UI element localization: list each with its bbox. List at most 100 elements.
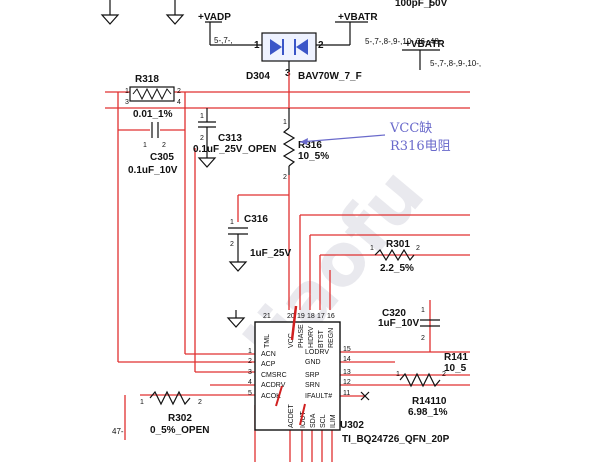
r302-pin1: 1 — [140, 399, 144, 406]
ic-right-pin-name: GND — [305, 359, 321, 366]
c305-ref: C305 — [150, 152, 174, 163]
ic-bottom-pin-name: ILIM — [330, 414, 337, 428]
vadp-net: +VADP 5-,7-, — [198, 12, 262, 46]
capacitor-c316: 1 2 C316 1uF_25V — [228, 214, 291, 272]
resistor-r302: 1 2 R302 0_5%_OPEN — [140, 390, 209, 436]
r302-pin2: 2 — [198, 399, 202, 406]
r318-ref: R318 — [135, 74, 159, 85]
ic-bottom-pin-name: SDA — [310, 413, 317, 428]
resistor-r318: R318 0.01_1% 1 3 2 4 — [125, 74, 181, 120]
r316-value: 10_5% — [298, 151, 329, 162]
c320-ref: C320 — [382, 308, 406, 319]
ic-left-pin-num: 5 — [248, 390, 252, 397]
capacitor-c313: 1 2 C313 0.1uF_25V_OPEN — [193, 108, 276, 168]
vadp-ref: 5-,7-, — [214, 36, 233, 45]
c320-value: 1uF_10V — [378, 318, 419, 329]
r318-pin2: 2 — [177, 88, 181, 95]
d304-ref: D304 — [246, 71, 270, 82]
r318-pin3: 3 — [125, 99, 129, 106]
ic-left-pin-name: ACN — [261, 351, 276, 358]
ic-left-pin-name: CMSRC — [261, 372, 287, 379]
ifault-nc-mark — [360, 391, 370, 401]
ic-top-pin-name: PHASE — [298, 324, 305, 348]
red-wires — [105, 72, 470, 462]
ic-top-pin-name: REGN — [328, 328, 335, 348]
c313-ref: C313 — [218, 133, 242, 144]
tml-ground — [226, 310, 246, 328]
ic-bottom-pin-name: SCL — [320, 414, 327, 428]
vbatr2-label: +VBATR — [405, 39, 445, 50]
ic-part: TI_BQ24726_QFN_20P — [342, 434, 450, 445]
ic-left-pin-name: ACDRV — [261, 382, 286, 389]
diode-d304: 1 2 3 D304 BAV70W_7_F — [246, 32, 362, 82]
vbatr2-ref: 5-,7-,8-,9-,10-, — [430, 59, 481, 68]
d304-pin3: 3 — [285, 68, 291, 79]
capacitor-c305: 1 2 C305 0.1uF_10V — [128, 122, 178, 176]
c305-value: 0.1uF_10V — [128, 165, 178, 176]
c313-pin2: 2 — [200, 135, 204, 142]
ic-top-pin-name: VCC — [288, 333, 295, 348]
resistor-r301: 1 2 R301 2.2_5% — [370, 239, 420, 274]
ic-right-pin-name: SRP — [305, 372, 320, 379]
ic-right-pin-num: 13 — [343, 369, 351, 376]
vbatr-ref: 5-,7-,8-,9-,10-,36-,48- — [365, 37, 442, 46]
c320-pin2: 2 — [421, 335, 425, 342]
c305-pin2: 2 — [162, 142, 166, 149]
ic-top-pin-num: 19 — [297, 313, 305, 320]
r318-value: 0.01_1% — [133, 109, 173, 120]
capacitor-c320: 1 2 C320 1uF_10V — [378, 307, 440, 342]
ic-right-pin-num: 14 — [343, 356, 351, 363]
d304-pin2: 2 — [318, 40, 324, 51]
r141-ref: R141 — [444, 352, 468, 363]
d304-pin1: 1 — [254, 40, 260, 51]
r14110-pin1: 1 — [396, 371, 400, 378]
ic-top-pin-num: 20 — [287, 313, 295, 320]
r302-ref: R302 — [168, 413, 192, 424]
ic-ref: U302 — [340, 420, 364, 431]
c313-value: 0.1uF_25V_OPEN — [193, 144, 276, 155]
annotation-line2: R316电阻 — [390, 139, 451, 154]
ic-top-pin-name: TML — [264, 334, 271, 348]
resistor-r316: 1 2 R316 10_5% — [282, 108, 329, 181]
ic-left-pin-num: 2 — [248, 358, 252, 365]
ic-right-pin-num: 12 — [343, 379, 351, 386]
annotation-line1: VCC缺 — [389, 121, 432, 136]
ic-bottom-pin-name: ACDET — [288, 404, 295, 428]
c313-pin1: 1 — [200, 113, 204, 120]
top-left-ground-symbols — [100, 0, 185, 25]
vadp-label: +VADP — [198, 12, 231, 23]
ic-left-pin-num: 1 — [248, 348, 252, 355]
c316-pin2: 2 — [230, 241, 234, 248]
ic-right-pin-num: 11 — [343, 390, 350, 397]
ic-top-pin-name: HIDRV — [308, 326, 315, 348]
r301-value: 2.2_5% — [380, 263, 414, 274]
ic-right-pin-num: 15 — [343, 346, 351, 353]
ic-top-pin-num: 17 — [317, 313, 325, 320]
ic-left-pin-num: 3 — [248, 369, 252, 376]
vbatr-label: +VBATR — [338, 12, 378, 23]
r14110-value: 6.98_1% — [408, 407, 448, 418]
top-cap-value: 100pF_50V — [395, 0, 448, 9]
ic-right-pin-name: SRN — [305, 382, 320, 389]
ic-top-pin-num: 21 — [263, 313, 271, 320]
r301-pin2: 2 — [416, 245, 420, 252]
vbatr-net: +VBATR — [316, 12, 378, 46]
r14110-ref: R14110 — [412, 396, 447, 407]
ic-right-pin-name: LODRV — [305, 349, 329, 356]
ic-right-pin-name: IFAULT# — [305, 393, 332, 400]
c316-pin1: 1 — [230, 219, 234, 226]
r316-ref: R316 — [298, 140, 322, 151]
r302-value: 0_5%_OPEN — [150, 425, 209, 436]
c316-ref: C316 — [244, 214, 268, 225]
c305-pin1: 1 — [143, 142, 147, 149]
r318-pin1: 1 — [125, 88, 129, 95]
ic-top-pin-num: 18 — [307, 313, 315, 320]
vbatr2-net: +VBATR 5-,7-,8-,9-,10-,36-,48- 5-,7-,8-,… — [365, 37, 481, 70]
ic-left-pin-name: ACOK — [261, 393, 281, 400]
r318-pin4: 4 — [177, 99, 181, 106]
annotation: VCC缺 R316电阻 — [299, 121, 451, 154]
r141-value: 10_5 — [444, 363, 467, 374]
